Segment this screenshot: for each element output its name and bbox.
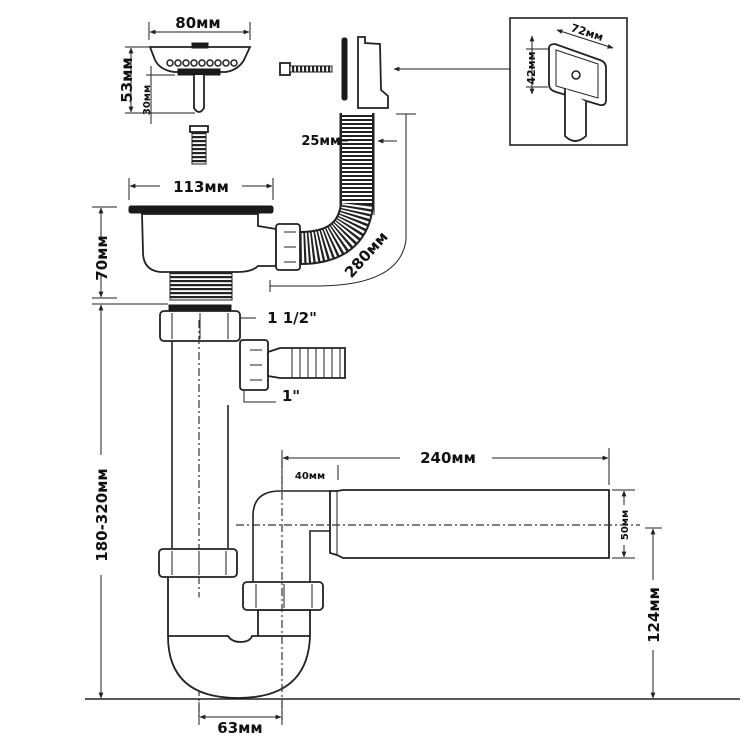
strainer-height-label: 53мм xyxy=(118,57,136,102)
outlet-offset-label: 40мм xyxy=(295,471,325,482)
sink-basket xyxy=(128,178,301,301)
total-height-label: 180-320мм xyxy=(93,468,111,561)
trap xyxy=(158,460,330,720)
side-inlet-thread-label: 1" xyxy=(282,387,300,405)
overflow-cap xyxy=(341,36,389,109)
overflow-hose xyxy=(299,113,375,265)
side-inlet xyxy=(239,339,346,391)
outlet-thread-label: 1 1/2" xyxy=(267,309,317,327)
strainer-stem-label: 30мм xyxy=(142,85,153,115)
basket-width-label: 113мм xyxy=(173,178,229,196)
outlet-diameter-label: 50мм xyxy=(620,510,631,540)
strainer xyxy=(125,22,252,165)
strainer-width-label: 80мм xyxy=(175,14,220,32)
hose-diameter-label: 25мм xyxy=(301,134,340,149)
trap-spacing-label: 63мм xyxy=(217,719,262,737)
outlet-pipe xyxy=(236,489,640,559)
basket-height-label: 70мм xyxy=(93,235,111,280)
overflow-detail-box xyxy=(509,17,628,146)
outlet-height-label: 124мм xyxy=(645,587,663,643)
vertical-pipe xyxy=(159,304,241,720)
overflow-height-label: 42мм xyxy=(525,51,538,84)
overflow-screw xyxy=(279,62,333,76)
outlet-length-label: 240мм xyxy=(420,449,476,467)
